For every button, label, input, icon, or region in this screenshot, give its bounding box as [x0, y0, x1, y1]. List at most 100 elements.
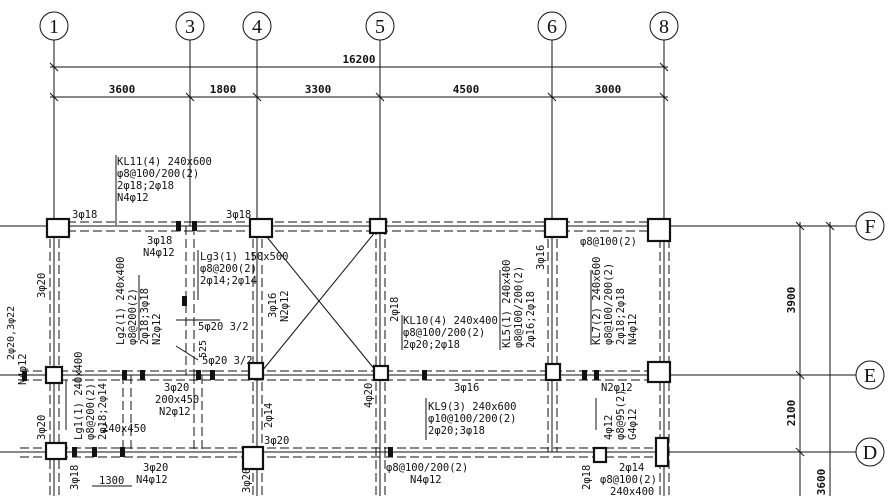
label-lg2: Lg2(1) 240x400 φ8@200(2) 2φ18;3φ18 N2φ12: [115, 256, 163, 345]
svg-text:3300: 3300: [305, 83, 332, 96]
svg-text:2100: 2100: [785, 400, 798, 427]
columns: [22, 217, 672, 471]
column-8D: [654, 436, 670, 468]
svg-text:KL10(4) 240x400: KL10(4) 240x400: [403, 315, 498, 327]
label-cut-e2: 2φ20,3φ22: [6, 306, 17, 360]
axis-bubble-6: 6: [537, 11, 567, 41]
axis-bubble-3: 3: [175, 11, 205, 41]
svg-text:2φ20;2φ18: 2φ20;2φ18: [403, 339, 460, 351]
label-col4-right2: N2φ12: [279, 290, 291, 322]
svg-text:N4φ12: N4φ12: [117, 192, 149, 204]
svg-text:KL11(4) 240x600: KL11(4) 240x600: [117, 156, 212, 168]
label-e-beam: 3φ16: [454, 382, 479, 394]
svg-text:2φ14;2φ14: 2φ14;2φ14: [200, 275, 257, 287]
svg-text:4: 4: [252, 16, 262, 38]
svg-text:1800: 1800: [210, 83, 237, 96]
label-cut-e: N4φ12: [17, 353, 29, 385]
label-f-top-left: 3φ18: [72, 209, 97, 221]
label-d-col4: 3φ20: [264, 435, 289, 447]
svg-text:1: 1: [49, 16, 59, 38]
svg-text:N2φ12: N2φ12: [151, 313, 163, 345]
svg-text:2φ16;2φ18: 2φ16;2φ18: [525, 291, 537, 348]
label-lg1: Lg1(1) 240x400 φ8@200(2) 2φ18;2φ14: [73, 351, 109, 440]
label-left-e: 3φ20: [36, 415, 48, 440]
column-1D: [44, 441, 68, 461]
label-e-col4-below: 2φ14: [263, 403, 275, 428]
label-d-bottom2a: 3φ20: [143, 462, 168, 474]
label-d-bottom2b: N4φ12: [136, 474, 168, 486]
svg-text:Lg2(1) 240x400: Lg2(1) 240x400: [115, 256, 127, 345]
label-e-col5-left: 4φ20: [363, 383, 375, 408]
svg-text:1300: 1300: [99, 475, 124, 487]
label-f-right: φ8@100(2): [580, 236, 637, 248]
column-6F: [543, 217, 569, 239]
label-f-sub1: 3φ18: [147, 235, 172, 247]
axis-bubble-F: F: [855, 211, 885, 241]
svg-text:φ8@200(2): φ8@200(2): [200, 263, 257, 275]
column-1E: [44, 365, 64, 385]
label-d-right: 2φ18: [581, 465, 593, 490]
label-d-lg1: 240x450: [102, 423, 146, 435]
svg-text:N4φ12: N4φ12: [410, 474, 442, 486]
svg-text:Lg3(1) 150x500: Lg3(1) 150x500: [200, 251, 289, 263]
svg-text:E: E: [864, 365, 876, 387]
axis-bubble-D: D: [855, 437, 885, 467]
column-1F: [45, 217, 71, 239]
dimension-vertical: 3900 2100 3600: [785, 221, 835, 496]
svg-text:φ8@200(2): φ8@200(2): [127, 288, 139, 345]
svg-text:4500: 4500: [453, 83, 480, 96]
svg-text:8: 8: [659, 16, 669, 38]
svg-text:3600: 3600: [815, 469, 828, 496]
svg-text:φ8@100/200(2): φ8@100/200(2): [403, 327, 485, 339]
svg-text:240x400: 240x400: [610, 486, 654, 496]
dimension-1300: 1300: [92, 475, 132, 487]
svg-text:φ8@100/200(2): φ8@100/200(2): [513, 266, 525, 348]
svg-text:D: D: [863, 442, 877, 464]
svg-text:2φ18;3φ18: 2φ18;3φ18: [139, 288, 151, 345]
axis-bubble-8: 8: [649, 11, 679, 41]
column-4D: [241, 445, 265, 471]
svg-text:3: 3: [185, 16, 195, 38]
svg-text:2φ18;2φ18: 2φ18;2φ18: [117, 180, 174, 192]
svg-text:2φ18;2φ18: 2φ18;2φ18: [615, 288, 627, 345]
svg-text:φ8@95(2): φ8@95(2): [615, 389, 627, 440]
label-col4-right1: 3φ16: [267, 293, 279, 318]
column-4F: [248, 217, 274, 239]
stair-opening: [261, 230, 377, 372]
svg-text:N4φ12: N4φ12: [627, 313, 639, 345]
label-bottom-right: 2φ14 φ8@100(2) 240x400: [600, 462, 657, 498]
label-e-mid3: N2φ12: [159, 406, 191, 418]
svg-text:φ8@100/200(2): φ8@100/200(2): [117, 168, 199, 180]
axis-bubble-5: 5: [365, 11, 395, 41]
svg-text:φ8@200(2): φ8@200(2): [85, 383, 97, 440]
svg-text:KL5(1) 240x400: KL5(1) 240x400: [501, 259, 513, 348]
svg-text:2φ14: 2φ14: [619, 462, 644, 474]
label-e-mid2: 200x450: [155, 394, 199, 406]
leader-lines: [65, 155, 597, 440]
label-kl7: KL7(2) 240x600 φ8@100/200(2) 2φ18;2φ18 N…: [591, 256, 639, 345]
label-lg3: Lg3(1) 150x500 φ8@200(2) 2φ14;2φ14: [200, 251, 289, 287]
grid-lines: [0, 40, 856, 496]
svg-text:KL7(2) 240x600: KL7(2) 240x600: [591, 256, 603, 345]
label-bar2: 5φ20 3/2: [202, 355, 253, 367]
label-d-col4-below: 3φ20: [241, 468, 253, 493]
label-kl10: KL10(4) 240x400 φ8@100/200(2) 2φ20;2φ18: [403, 315, 498, 351]
svg-text:φ8@100(2): φ8@100(2): [600, 474, 657, 486]
label-e-mid1: 3φ20: [164, 382, 189, 394]
axis-bubble-1: 1: [39, 11, 69, 41]
svg-text:2φ18;2φ14: 2φ18;2φ14: [97, 383, 109, 440]
label-kl11: KL11(4) 240x600 φ8@100/200(2) 2φ18;2φ18 …: [117, 156, 212, 204]
label-bottom-mid: φ8@100/200(2) N4φ12: [386, 462, 468, 486]
svg-text:5: 5: [375, 16, 385, 38]
svg-text:KL9(3) 240x600: KL9(3) 240x600: [428, 401, 517, 413]
column-8E: [646, 360, 672, 384]
svg-text:Lg1(1) 240x400: Lg1(1) 240x400: [73, 351, 85, 440]
label-right-small: 4φ12 φ8@95(2) G4φ12: [603, 389, 639, 440]
svg-text:3900: 3900: [785, 287, 798, 314]
svg-text:φ8@100/200(2): φ8@100/200(2): [603, 263, 615, 345]
label-f-top-mid: 3φ18: [226, 209, 251, 221]
axis-bubble-4: 4: [242, 11, 272, 41]
label-e-right: N2φ12: [601, 382, 633, 394]
label-bar1: 5φ20 3/2: [198, 321, 249, 333]
